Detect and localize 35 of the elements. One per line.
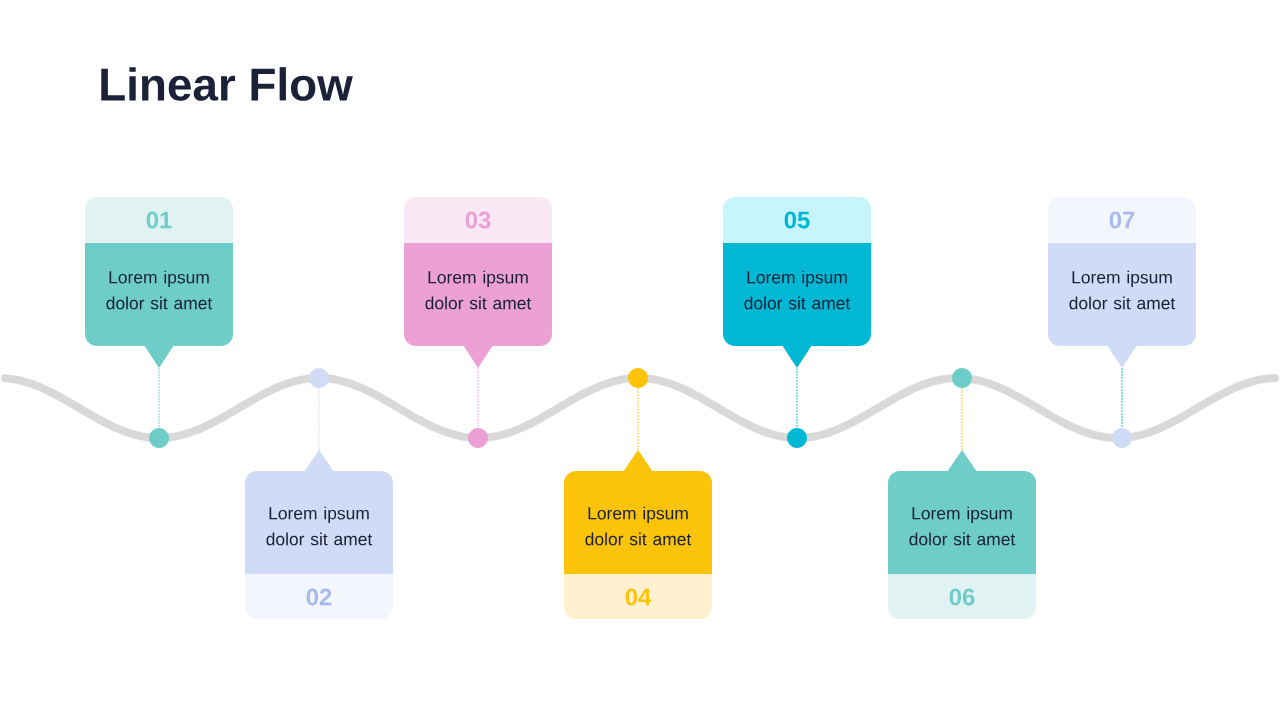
callout-card: 03 Lorem ipsum dolor sit amet: [404, 197, 552, 368]
node-label: Lorem ipsum dolor sit amet: [909, 506, 1016, 546]
leader-line: [477, 367, 479, 429]
callout-card: 07 Lorem ipsum dolor sit amet: [1048, 197, 1196, 368]
timeline-dot: [468, 428, 488, 448]
node-label: 03: [465, 211, 491, 229]
node-label: 02: [306, 588, 332, 606]
node-label: 01: [146, 211, 172, 229]
timeline-dot: [1112, 428, 1132, 448]
timeline-dot: [787, 428, 807, 448]
title: Linear Flow: [101, 67, 353, 101]
node-label: Lorem ipsum dolor sit amet: [106, 270, 213, 310]
timeline-dot: [628, 368, 648, 388]
timeline-dot: [149, 428, 169, 448]
node-label: Lorem ipsum dolor sit amet: [1069, 270, 1176, 310]
leader-line: [158, 367, 160, 429]
timeline-dot: [952, 368, 972, 388]
callout-card: 05 Lorem ipsum dolor sit amet: [723, 197, 871, 368]
leader-line: [961, 387, 963, 451]
leader-line: [637, 387, 639, 451]
node-label: Lorem ipsum dolor sit amet: [585, 506, 692, 546]
node-label: 05: [784, 211, 810, 229]
node-label: 04: [625, 588, 652, 606]
leader-line: [796, 367, 798, 429]
timeline-dot: [309, 368, 329, 388]
node-label: 07: [1109, 211, 1135, 229]
node-label: Lorem ipsum dolor sit amet: [744, 270, 851, 310]
leader-line: [1121, 367, 1123, 429]
node-label: Lorem ipsum dolor sit amet: [266, 506, 373, 546]
node-label: Lorem ipsum dolor sit amet: [425, 270, 532, 310]
callout-card: 02 Lorem ipsum dolor sit amet: [245, 450, 393, 619]
callout-card: 01 Lorem ipsum dolor sit amet: [85, 197, 233, 368]
callout-card: 06 Lorem ipsum dolor sit amet: [888, 450, 1036, 619]
node-label: 06: [949, 588, 975, 606]
callout-card: 04 Lorem ipsum dolor sit amet: [564, 450, 712, 619]
